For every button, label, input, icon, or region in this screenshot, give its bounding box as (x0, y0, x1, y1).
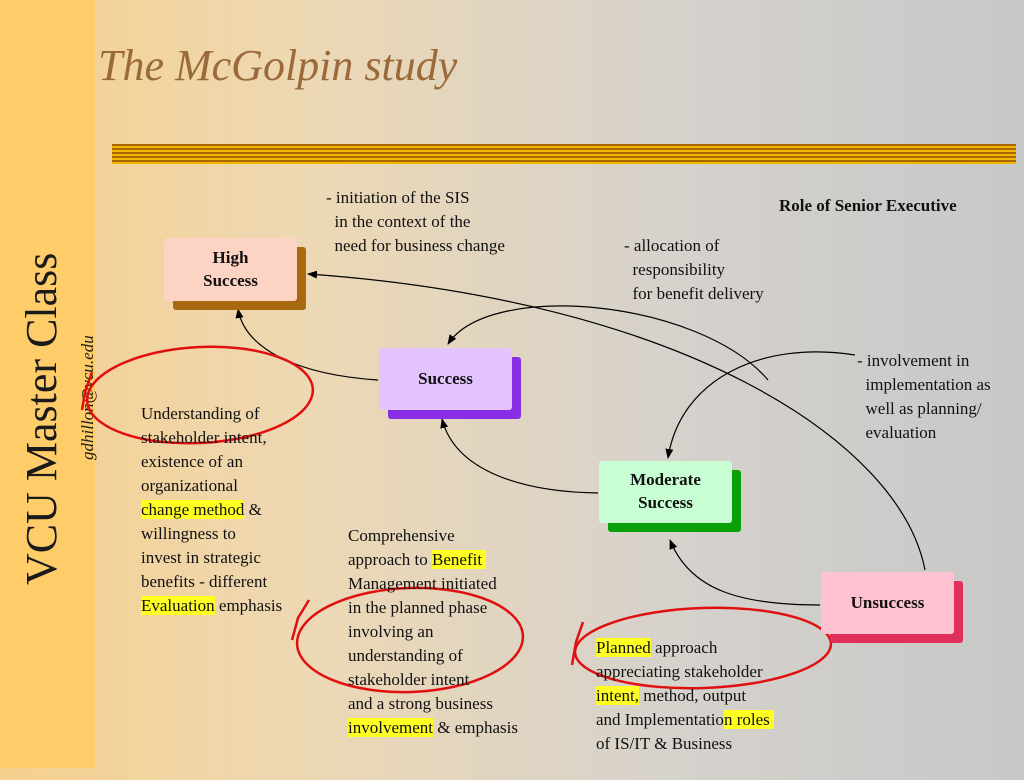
role-involvement: - involvement in implementation as well … (857, 351, 991, 442)
red-circle-mid (295, 586, 525, 694)
red-tick-left (80, 371, 94, 411)
highlight-benefit: Benefit (432, 550, 487, 569)
node-moderate-success: Moderate Success (599, 461, 732, 523)
node-success: Success (379, 348, 512, 410)
arrow-role-to-moderate (665, 351, 856, 459)
highlight-roles: n roles (723, 710, 774, 729)
node-high-success: High Success (164, 238, 297, 301)
highlight-involvement: involvement (348, 718, 433, 737)
red-circle-left (85, 345, 315, 445)
highlight-evaluation: Evaluation (141, 596, 215, 615)
title-divider (112, 144, 1016, 164)
arrow-role-to-success (447, 305, 769, 381)
role-heading: Role of Senior Executive (779, 196, 957, 215)
slide-title: The McGolpin study (98, 41, 458, 90)
highlight-planned: Planned (596, 638, 651, 657)
red-tick-right (570, 621, 585, 666)
role-initiation: - initiation of the SIS in the context o… (326, 188, 505, 255)
node-unsuccess: Unsuccess (821, 572, 954, 634)
arrow-moderate-to-success (440, 418, 599, 494)
sidebar: VCU Master Class gdhillon@vcu.edu (0, 0, 97, 768)
arrow-unsuccess-to-moderate (669, 539, 821, 606)
highlight-change-method: change method (141, 500, 245, 519)
red-tick-mid (290, 599, 311, 641)
arrow-unsuccess-to-high (307, 270, 926, 571)
arrow-success-to-high (235, 308, 379, 381)
role-allocation: - allocation of responsibility for benef… (624, 236, 764, 303)
highlight-intent: intent, (596, 686, 639, 705)
